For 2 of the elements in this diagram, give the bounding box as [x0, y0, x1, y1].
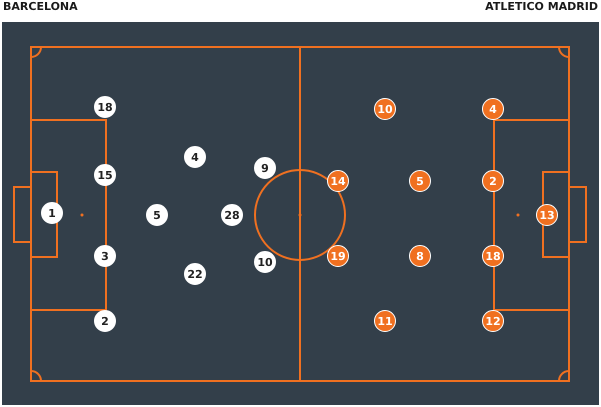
team-name: BARCELONA — [3, 0, 78, 13]
team-name: ATLETICO MADRID — [485, 0, 598, 13]
